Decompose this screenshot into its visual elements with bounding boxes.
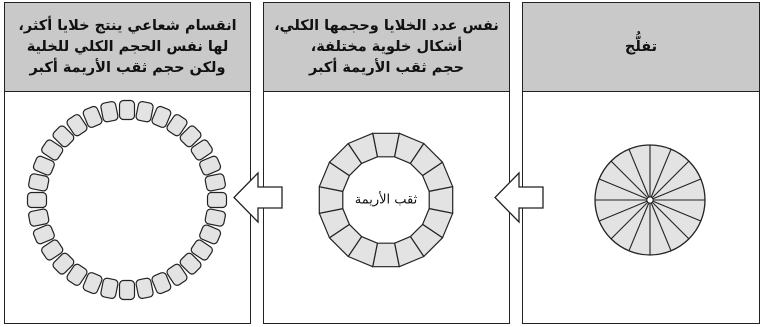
blastomere-cell (32, 224, 55, 245)
panel-heading: تفلُّج (624, 38, 658, 55)
cleavage-furrow (628, 199, 651, 252)
blastula-32-cells (26, 99, 228, 301)
blastocoel-label: ثقب الأريمة (355, 191, 418, 208)
blastomere-cell (190, 239, 213, 261)
cleavage-furrow (598, 199, 651, 222)
blastomere-cell (204, 173, 226, 192)
arrow-left-icon (494, 171, 544, 224)
blastomere-cell (179, 252, 202, 275)
panel-header: انقسام شعاعي ينتج خلايا أكثر، لها نفس ال… (5, 3, 250, 92)
blastomere-cell (82, 105, 103, 128)
blastomere-cell (166, 263, 188, 286)
blastomere-cell (28, 208, 50, 227)
blastomere-cell (41, 239, 64, 261)
blastomere-cell (52, 125, 75, 148)
panel-cell-shapes: نفس عدد الخلايا وحجمها الكلي، أشكال خلوي… (263, 2, 510, 324)
blastomere-cell (151, 105, 172, 128)
panel-heading: نفس عدد الخلايا وحجمها الكلي، أشكال خلوي… (274, 17, 499, 76)
cleavage-furrow (610, 199, 651, 240)
blastomere-cell (32, 155, 55, 176)
blastomere-cell (52, 252, 75, 275)
blastomere-cell (100, 101, 119, 123)
panel-header: تفلُّج (523, 3, 759, 92)
blastomere-cell (135, 277, 154, 299)
cleavage-furrow (610, 160, 651, 201)
blastomere-cell (41, 139, 64, 161)
blastomere-cell (26, 191, 48, 209)
blastomere-cell (135, 101, 154, 123)
blastomere-cell (100, 277, 119, 299)
cleavage-furrow (649, 199, 690, 240)
cleavage-furrow (649, 160, 690, 201)
blastomere-cell (206, 191, 228, 209)
blastomere-cell (166, 114, 188, 137)
blastomere-cell (179, 125, 202, 148)
cleavage-furrow (649, 178, 702, 201)
blastomere-cell (118, 279, 136, 301)
panel-heading: انقسام شعاعي ينتج خلايا أكثر، لها نفس ال… (18, 17, 237, 76)
blastomere-cell (190, 139, 213, 161)
blastula-16-cells (318, 132, 454, 268)
cleavage-furrow (628, 148, 651, 201)
cleavage-furrow (649, 199, 702, 222)
cleavage-embryo (594, 144, 706, 256)
blastomere-cell (82, 272, 103, 295)
cleavage-furrow (649, 148, 672, 201)
blastomere-cell (204, 208, 226, 227)
arrow-left-icon (233, 171, 283, 224)
cleavage-furrow (649, 199, 672, 252)
blastomere-cell (118, 99, 136, 121)
blastomere-cell (28, 173, 50, 192)
blastomere-cell (66, 263, 88, 286)
blastomere-cell (199, 155, 222, 176)
blastomere-cell (66, 114, 88, 137)
blastomere-cell (199, 224, 222, 245)
panel-header: نفس عدد الخلايا وحجمها الكلي، أشكال خلوي… (264, 3, 509, 92)
cleavage-furrow (598, 178, 651, 201)
blastomere-cell (151, 272, 172, 295)
blastomere-cell (347, 132, 378, 164)
embryo-center (646, 196, 654, 204)
